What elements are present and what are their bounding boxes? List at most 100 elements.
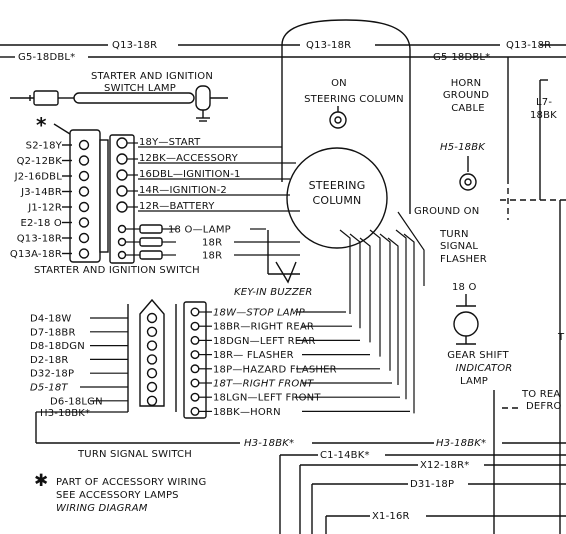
turn-switch-right-label: 18BR—RIGHT REAR	[213, 322, 314, 333]
lamp-pin	[117, 224, 127, 234]
q13-right-label: Q13-18R	[506, 40, 551, 51]
turn-switch-terminal	[190, 350, 200, 360]
switch-terminals: 18Y—START12BK—ACCESSORY16DBL—IGNITION-11…	[116, 137, 300, 213]
lamp-wire-label: 18R	[202, 251, 222, 262]
starter-lamp-label-line1: STARTER AND IGNITION	[91, 71, 213, 82]
starter-lamp-icon	[10, 85, 228, 122]
turn-switch-pin	[146, 312, 158, 324]
cable-label: CABLE	[451, 103, 485, 114]
starter-lamp-label-line2: SWITCH LAMP	[104, 83, 176, 94]
right-edge-t-label: T	[557, 332, 565, 343]
horn-ground-icon	[459, 156, 477, 191]
turn-switch-terminal	[190, 321, 200, 331]
turn-switch-terminal	[190, 378, 200, 388]
horn-label: HORN	[451, 78, 482, 89]
turn-switch-terminal	[190, 307, 200, 317]
connector-pin	[78, 232, 90, 244]
key-buzzer-label: KEY-IN BUZZER	[234, 287, 313, 298]
steering-column-circle	[286, 147, 388, 249]
turn-switch-wire-label: D8-18DGN	[30, 341, 85, 352]
note-line2: SEE ACCESSORY LAMPS	[56, 490, 179, 501]
connector-pin	[78, 201, 90, 213]
x1-label: X1-16R	[372, 511, 410, 522]
ignition-connector-wires: S2-18YQ2-12BKJ2-16DBLJ3-14BRJ1-12RE2-18 …	[10, 139, 90, 260]
lamp-pin	[117, 250, 127, 260]
connector-wire-label: S2-18Y	[26, 141, 63, 152]
turn-switch-right-label: 18DGN—LEFT REAR	[213, 336, 315, 347]
turn-switch-pin	[146, 340, 158, 351]
note-line3: WIRING DIAGRAM	[56, 503, 148, 514]
turn-switch-wire-label: H3-18BK*	[40, 408, 90, 419]
ground-on-label: GROUND ON	[414, 206, 479, 217]
turn-switch-wire-label: D4-18W	[30, 314, 71, 325]
g5-mid-label: G5-18DBL*	[433, 52, 490, 63]
h5-wire-label: H5-18BK	[440, 142, 486, 153]
column-wire	[349, 233, 361, 329]
switch-terminal-label: 16DBL—IGNITION-1	[139, 169, 241, 180]
switch-terminal-label: 18Y—START	[139, 137, 201, 148]
column-to-switch-wires	[339, 211, 425, 414]
turn-switch-wire-label: D6-18LGN	[50, 396, 103, 407]
turn-switch-wire-label: D2-18R	[30, 355, 69, 366]
turn-switch-caption: TURN SIGNAL SWITCH	[77, 449, 192, 460]
lamp-label: LAMP	[460, 376, 488, 387]
steering-column-label: STEERING COLUMN	[304, 94, 404, 105]
connector-wire-label: J1-12R	[27, 203, 62, 214]
l7-label: L7-	[536, 97, 552, 108]
switch-terminal-pin	[116, 185, 128, 197]
connector-wire-label: J2-16DBL	[14, 172, 63, 183]
on-label: ON	[331, 78, 347, 89]
turn-switch-right-label: 18P—HAZARD FLASHER	[213, 364, 337, 375]
steering-column-text-1: STEERING	[309, 179, 366, 192]
turn-switch-right-label: 18T—RIGHT FRONT	[213, 379, 314, 390]
turn-switch-right-label: 18BK—HORN	[213, 407, 281, 418]
lamp-wire-connector	[139, 224, 163, 234]
note-star: ✱	[34, 471, 48, 491]
signal-label: SIGNAL	[440, 241, 478, 252]
lamp-wire-connector	[139, 250, 163, 260]
turn-switch-left-wires: D4-18WD7-18BRD8-18DGND2-18RD32-18PD5-18T…	[30, 312, 158, 419]
connector-wire-label: Q2-12BK	[17, 156, 63, 167]
turn-switch-wire-label: D32-18P	[30, 369, 74, 380]
q13-mid-label: Q13-18R	[306, 40, 351, 51]
switch-terminal-label: 14R—IGNITION-2	[139, 185, 227, 196]
switch-terminal-label: 12R—BATTERY	[139, 201, 215, 212]
turn-switch-right-label: 18W—STOP LAMP	[213, 308, 306, 319]
connector-pin	[78, 186, 90, 197]
turn-switch-right-wires: 18W—STOP LAMP 18BR—RIGHT REAR 18DGN—LEFT R…	[190, 307, 410, 418]
connector-pin	[78, 217, 90, 228]
connector-pin	[78, 248, 90, 259]
flasher-wire	[397, 211, 425, 286]
column-wire	[403, 233, 415, 414]
lamp-wire-label: 18R	[202, 238, 222, 249]
turn-switch-wire-label: D7-18BR	[30, 327, 76, 338]
d31-label: D31-18P	[410, 479, 454, 490]
turn-switch-right-label: 18LGN—LEFT FRONT	[213, 393, 321, 404]
turn-switch-right-label: 18R— FLASHER	[213, 350, 294, 361]
switch-terminal-block	[109, 134, 135, 264]
column-wire	[359, 237, 371, 343]
switch-terminal-pin	[116, 169, 128, 181]
column-wire	[369, 229, 381, 357]
to-rear-label: TO REA	[521, 389, 560, 400]
bottom-wiring	[35, 200, 566, 534]
switch-terminal-pin	[116, 137, 128, 149]
l7-wire-label: 18BK	[530, 110, 557, 121]
x12-label: X12-18R*	[420, 460, 469, 471]
asterisk-mark: *	[36, 113, 47, 137]
note-line1: PART OF ACCESSORY WIRING	[56, 477, 206, 488]
turn-switch-terminal	[190, 335, 200, 345]
switch-terminal-pin	[116, 153, 128, 165]
switch-terminal-pin	[116, 201, 128, 213]
turn-switch-pin	[146, 381, 158, 393]
q13-left-label: Q13-18R	[112, 40, 157, 51]
connector-wire-label: Q13A-18R	[10, 249, 62, 260]
turn-switch-terminal	[190, 392, 200, 402]
gear-shift-lamp-icon	[453, 294, 479, 345]
connector-pin	[78, 155, 90, 166]
starter-switch-caption: STARTER AND IGNITION SWITCH	[34, 265, 200, 276]
steering-column-text-2: COLUMN	[313, 194, 362, 207]
h3-label-b: H3-18BK*	[436, 438, 486, 449]
turn-label: TURN	[439, 229, 469, 240]
